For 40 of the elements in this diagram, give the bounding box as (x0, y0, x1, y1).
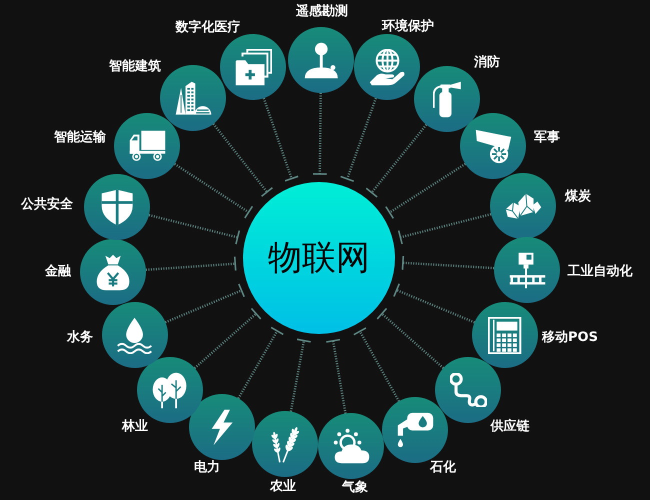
connector-line (312, 92, 328, 175)
node-label: 智能建筑 (109, 59, 161, 75)
node-label: 金融 (45, 264, 71, 280)
connector-line (262, 98, 300, 182)
node-label: 工业自动化 (568, 264, 632, 280)
node-label: 煤炭 (565, 189, 591, 205)
node-label: 石化 (430, 460, 456, 476)
node-label: 移动POS (542, 330, 598, 346)
node-label: 遥感勘测 (296, 4, 348, 20)
node-label: 气象 (342, 480, 368, 496)
connector-line (398, 213, 492, 245)
connector-line (212, 123, 274, 198)
connector-line (325, 338, 347, 414)
node-label: 军事 (534, 130, 560, 146)
node-label: 公共安全 (21, 197, 73, 213)
node-label: 智能运输 (54, 130, 106, 146)
node-label: 电力 (194, 460, 220, 476)
connector-line (402, 255, 494, 271)
node-label: 消防 (474, 55, 500, 71)
node-label: 环境保护 (382, 19, 434, 35)
connector-line (393, 282, 475, 324)
connector-line (194, 308, 262, 369)
hub-label: 物联网 (268, 238, 370, 278)
connector-line (237, 326, 284, 399)
connector-line (376, 308, 444, 369)
connector-line (385, 162, 466, 220)
node-label: 农业 (270, 479, 296, 495)
node-label: 数字化医疗 (176, 20, 240, 36)
connector-line (174, 163, 254, 219)
connector-line (365, 124, 428, 198)
connector-line (164, 283, 245, 324)
hub-circle (243, 182, 395, 334)
connector-line (146, 256, 236, 272)
connector-line (290, 338, 312, 412)
connector-line (148, 214, 240, 245)
node-label: 水务 (67, 330, 93, 346)
node-label: 供应链 (490, 419, 530, 435)
connector-line (352, 327, 400, 402)
connector-line (340, 98, 378, 182)
node-label: 林业 (122, 419, 148, 435)
